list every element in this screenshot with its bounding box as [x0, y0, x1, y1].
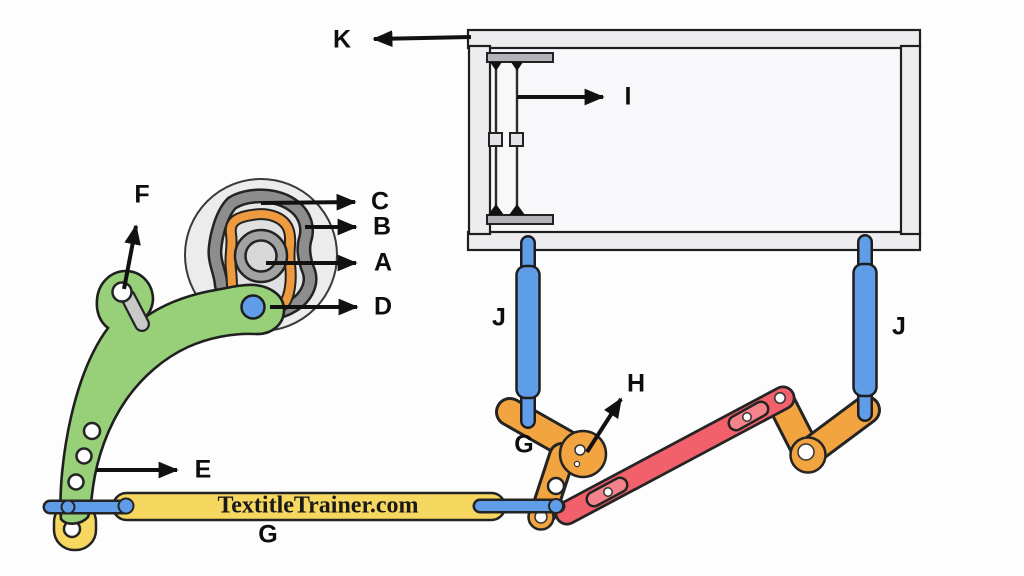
link-body: [515, 264, 541, 400]
hanger-link-right: [852, 234, 878, 422]
label-C: C: [370, 187, 390, 216]
right-bell-crank: [766, 387, 881, 474]
label-G-bar: G: [258, 520, 278, 549]
frame-right-bar: [899, 44, 922, 236]
frame-interior: [486, 44, 906, 236]
lever-hole: [67, 473, 85, 491]
crank-hole: [546, 476, 566, 496]
treadle-lever: [59, 269, 286, 525]
bowl-pin-small: [573, 460, 581, 468]
heddle-eye: [509, 132, 524, 147]
label-D: D: [373, 292, 393, 321]
label-A: A: [373, 248, 393, 277]
cam-groove-gray-band: [209, 190, 315, 319]
hanger-link-left: [515, 235, 541, 429]
label-J-right: J: [892, 312, 906, 341]
frame-left-bar: [467, 44, 492, 236]
wire-hook-bottom: [488, 204, 504, 215]
cam-follower-bowl: [240, 294, 266, 320]
label-F: F: [134, 180, 150, 209]
bar-end-pin: [548, 498, 564, 514]
heald-frame: [466, 28, 922, 252]
label-I: I: [624, 82, 632, 111]
cam-shaft: [244, 239, 278, 273]
rod-end-pin: [774, 392, 786, 404]
bar-end-pin: [117, 497, 135, 515]
label-B: B: [372, 212, 392, 241]
wire-hook-top: [490, 62, 502, 71]
bottom-pivot-pins: [42, 497, 566, 515]
crank-pivot-pin: [797, 443, 815, 461]
heddle-bottom-rail: [486, 214, 554, 225]
lever-slot: [122, 291, 148, 330]
label-H: H: [626, 369, 646, 398]
wire-hook-top: [511, 62, 523, 71]
pin-collar: [60, 499, 76, 515]
label-K: K: [332, 25, 352, 54]
arrow-F: [122, 224, 141, 290]
watermark-text: TextitleTrainer.com: [217, 492, 419, 519]
rod-pin: [742, 412, 752, 422]
red-connecting-rod: [554, 385, 796, 526]
arrow-K: [372, 30, 472, 48]
wire-hook-bottom: [509, 204, 525, 215]
lever-body: [59, 269, 286, 525]
lever-hole: [82, 421, 102, 441]
rod-pin: [603, 487, 613, 497]
label-G-link: G: [514, 430, 534, 459]
heddle-eye: [488, 132, 503, 147]
arrow-C: [260, 193, 357, 211]
link-body: [852, 262, 878, 398]
heddle-top-rail: [486, 52, 554, 63]
lever-hole: [75, 447, 93, 465]
label-E: E: [194, 455, 212, 484]
heddle-assembly: [486, 52, 554, 225]
arrow-H: [585, 397, 623, 454]
frame-top-bar: [466, 28, 922, 50]
lever-top-hole: [111, 281, 133, 303]
label-J-left: J: [492, 303, 506, 332]
annotation-arrows: [96, 30, 623, 479]
bowl-pin: [574, 444, 586, 456]
frame-bottom-bar: [466, 230, 922, 252]
